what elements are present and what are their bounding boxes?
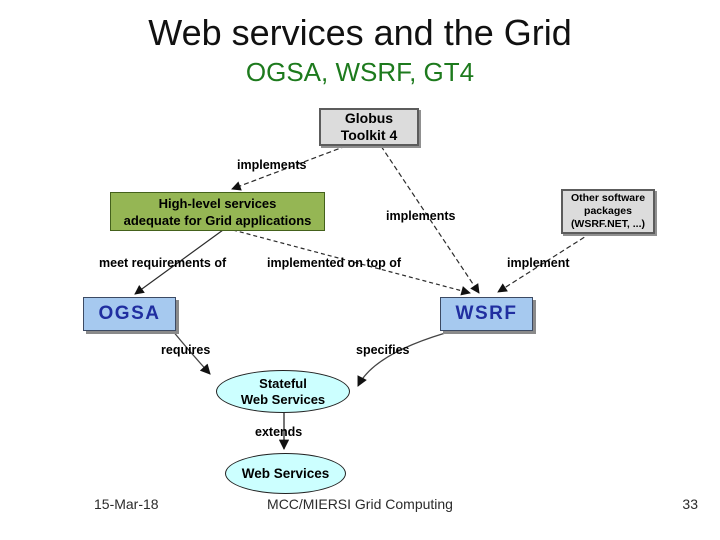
edge-label-meet-requirements: meet requirements of (99, 256, 227, 270)
edge-implements-wsrf (380, 145, 480, 294)
edge-label-implements-highlevel: implements (237, 158, 307, 172)
footer-date: 15-Mar-18 (94, 496, 159, 512)
footer-course-name: MCC/MIERSI Grid Computing (267, 496, 453, 512)
edge-requires (171, 329, 211, 375)
node-high-level-services: High-level services adequate for Grid ap… (110, 192, 325, 231)
node-globus-toolkit: Globus Toolkit 4 (319, 108, 419, 146)
node-wsrf: WSRF (440, 297, 533, 331)
edge-specifies (357, 329, 457, 387)
page-subtitle: OGSA, WSRF, GT4 (245, 57, 475, 87)
edge-implements-highlevel (231, 145, 347, 191)
edge-label-implements-wsrf: implements (386, 209, 456, 223)
node-ogsa: OGSA (83, 297, 176, 331)
edge-meet-requirements (134, 229, 224, 295)
edge-label-extends: extends (255, 425, 303, 439)
node-web-services: Web Services (225, 453, 346, 494)
node-other-software-packages: Other software packages (WSRF.NET, ...) (561, 189, 655, 234)
edge-implement-wsrf (497, 232, 592, 293)
page-title: Web services and the Grid (148, 12, 572, 53)
node-stateful-web-services: Stateful Web Services (216, 370, 350, 413)
edge-label-implemented-on-top: implemented on top of (267, 256, 402, 270)
edge-implemented-on-top (232, 229, 471, 296)
edge-label-requires: requires (161, 343, 211, 357)
edge-label-implement: implement (507, 256, 570, 270)
footer-page-number: 33 (682, 496, 698, 512)
edge-label-specifies: specifies (356, 343, 410, 357)
